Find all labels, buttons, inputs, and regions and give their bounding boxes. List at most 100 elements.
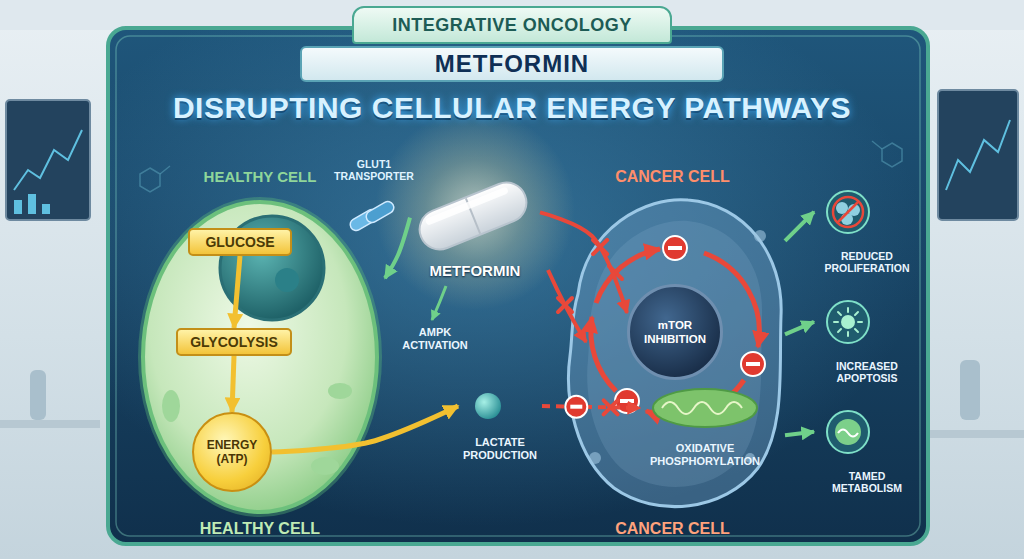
cancer-cell-shape-part: [754, 230, 766, 242]
node-text: INCREASED APOPTOSIS: [814, 360, 920, 384]
mitochondrion-icon-part: [662, 402, 742, 414]
healthy-cell-shape-part: [143, 202, 377, 512]
proliferation-icon-part: [837, 201, 859, 223]
title-area: DISRUPTING CELLULAR ENERGY PATHWAYS: [120, 88, 904, 128]
transporter-icon-part-part: [364, 199, 396, 224]
cancer-cell-shape-part-part: [615, 389, 639, 413]
molecule-decoration-part: [882, 143, 902, 167]
proliferation-icon-part: [836, 202, 848, 214]
stop-sign: [565, 396, 587, 418]
pathway-arrow: [542, 406, 640, 408]
healthy-cell-shape-part: [311, 457, 339, 475]
lab-backdrop-part: [930, 430, 1024, 438]
node-text: CANCER CELL: [615, 518, 730, 540]
node-text: OXIDATIVE PHOSPHORYLATION: [640, 442, 770, 468]
pill-icon-part-part: [466, 198, 480, 233]
cancer-cell-shape-part-part: [668, 246, 682, 250]
pill-icon-part-part: [414, 176, 533, 255]
node-text: GLYCOLYSIS: [190, 334, 278, 350]
diagram-title: DISRUPTING CELLULAR ENERGY PATHWAYS: [173, 88, 851, 128]
transporter: GLUT1 TRANSPORTER: [330, 158, 418, 236]
block-cross: [593, 240, 607, 254]
label-holder: AMPK ACTIVATION: [392, 326, 478, 352]
node-text: GLUCOSE: [205, 234, 274, 250]
apoptosis-icon-part-part: [838, 329, 841, 332]
mitochondrion: OXIDATIVE PHOSPHORYLATION: [640, 388, 770, 468]
blocked-arrow-part: [548, 270, 586, 342]
lab-backdrop-part: [14, 200, 22, 214]
node-text: mTOR INHIBITION: [638, 318, 712, 346]
lab-backdrop-part: [28, 194, 36, 214]
apoptosis-icon-part-part: [847, 308, 849, 312]
node-text: METFORMIN: [430, 262, 521, 280]
main-panel-part: [108, 28, 928, 544]
mitochondrion-icon-part: [653, 389, 757, 427]
cancer-cell: CANCER CELLCANCER CELLmTOR INHIBITION OX…: [560, 166, 785, 540]
main-panel: [108, 28, 928, 544]
node-text: LACTATE PRODUCTION: [458, 436, 542, 462]
pathway-arrow: [272, 406, 458, 452]
header-banner: METFORMIN: [300, 46, 724, 82]
pathway-arrow: [785, 432, 814, 435]
metabolism-icon-part: [835, 419, 861, 445]
outcome-icon: REDUCED PROLIFERATION: [814, 190, 920, 274]
node-text: ENERGY (ATP): [200, 438, 264, 466]
pill-icon-part: [414, 176, 533, 255]
molecule-decoration-part: [872, 141, 882, 149]
node-text: HEALTHY CELL: [204, 166, 317, 188]
lab-backdrop-part: [14, 130, 82, 190]
ampk-arrow-part: [432, 286, 446, 320]
proliferation-icon-part: [841, 213, 853, 225]
apoptosis-icon-part-part: [855, 329, 858, 332]
node-text: REDUCED PROLIFERATION: [814, 250, 920, 274]
healthy-cell-shape-part: [162, 390, 180, 422]
lab-backdrop-part: [938, 90, 1018, 220]
apoptosis-icon-part-part: [834, 321, 838, 323]
lactate: LACTATE PRODUCTION: [458, 392, 542, 462]
outcome-icon: INCREASED APOPTOSIS: [814, 300, 920, 384]
block-marks: [565, 240, 617, 418]
apoptosis-icon-part: [834, 308, 862, 336]
lab-backdrop-part: [0, 420, 100, 428]
molecule-decoration-part: [140, 168, 160, 192]
lab-backdrop: [0, 0, 1024, 438]
molecule-decoration-part: [160, 166, 170, 174]
pill-icon-part-part: [425, 186, 509, 225]
metabolism-icon-part: [838, 430, 858, 437]
cancer-cell-shape-part: [609, 266, 622, 279]
node-text: TAMED METABOLISM: [814, 470, 920, 494]
transporter-icon-part: [348, 207, 380, 232]
apoptosis-icon-part-part: [847, 332, 849, 336]
process-box: GLUCOSE: [188, 228, 292, 256]
blocked-arrow-part: [558, 298, 572, 312]
cancer-cell-shape-part-part: [741, 352, 765, 376]
blocked-arrow: [548, 270, 586, 342]
node-text: METFORMIN: [435, 50, 589, 78]
transporter-icon-part: [364, 199, 396, 224]
healthy-cell-shape-part: [275, 268, 299, 292]
pathway-arrow: [785, 212, 814, 241]
apoptosis-icon-part-part: [858, 321, 862, 323]
block-cross: [604, 400, 618, 414]
cancer-cell-shape-part-part: [620, 399, 634, 403]
main-panel-part: [116, 36, 920, 536]
healthy-cell: HEALTHY CELLHEALTHY CELLGLUCOSEGLYCOLYSI…: [135, 166, 385, 540]
pathway-label: AMPK ACTIVATION: [392, 326, 478, 352]
pill-glow: [375, 110, 575, 310]
proliferation-icon-part: [848, 204, 860, 216]
energy-circle: ENERGY (ATP): [192, 412, 272, 492]
cancer-cell-shape-part: [587, 221, 762, 487]
healthy-cell-shape-part: [328, 383, 352, 399]
cancer-cell-shape-part: [591, 249, 760, 416]
apoptosis-icon-part: [827, 301, 869, 343]
stop-sign: [570, 405, 582, 409]
outcome-icon: TAMED METABOLISM: [814, 410, 920, 494]
molecule-decoration: [140, 141, 902, 192]
blocked-arrow-part: [558, 298, 572, 312]
stop-sign: [565, 396, 587, 418]
cancer-cell-shape-part-part: [663, 236, 687, 260]
cancer-cell-shape-part-part: [591, 317, 616, 391]
nucleus-circle: mTOR INHIBITION: [627, 284, 723, 380]
cancer-cell-shape-part-part: [609, 266, 622, 279]
apoptosis-icon-part: [841, 315, 855, 329]
